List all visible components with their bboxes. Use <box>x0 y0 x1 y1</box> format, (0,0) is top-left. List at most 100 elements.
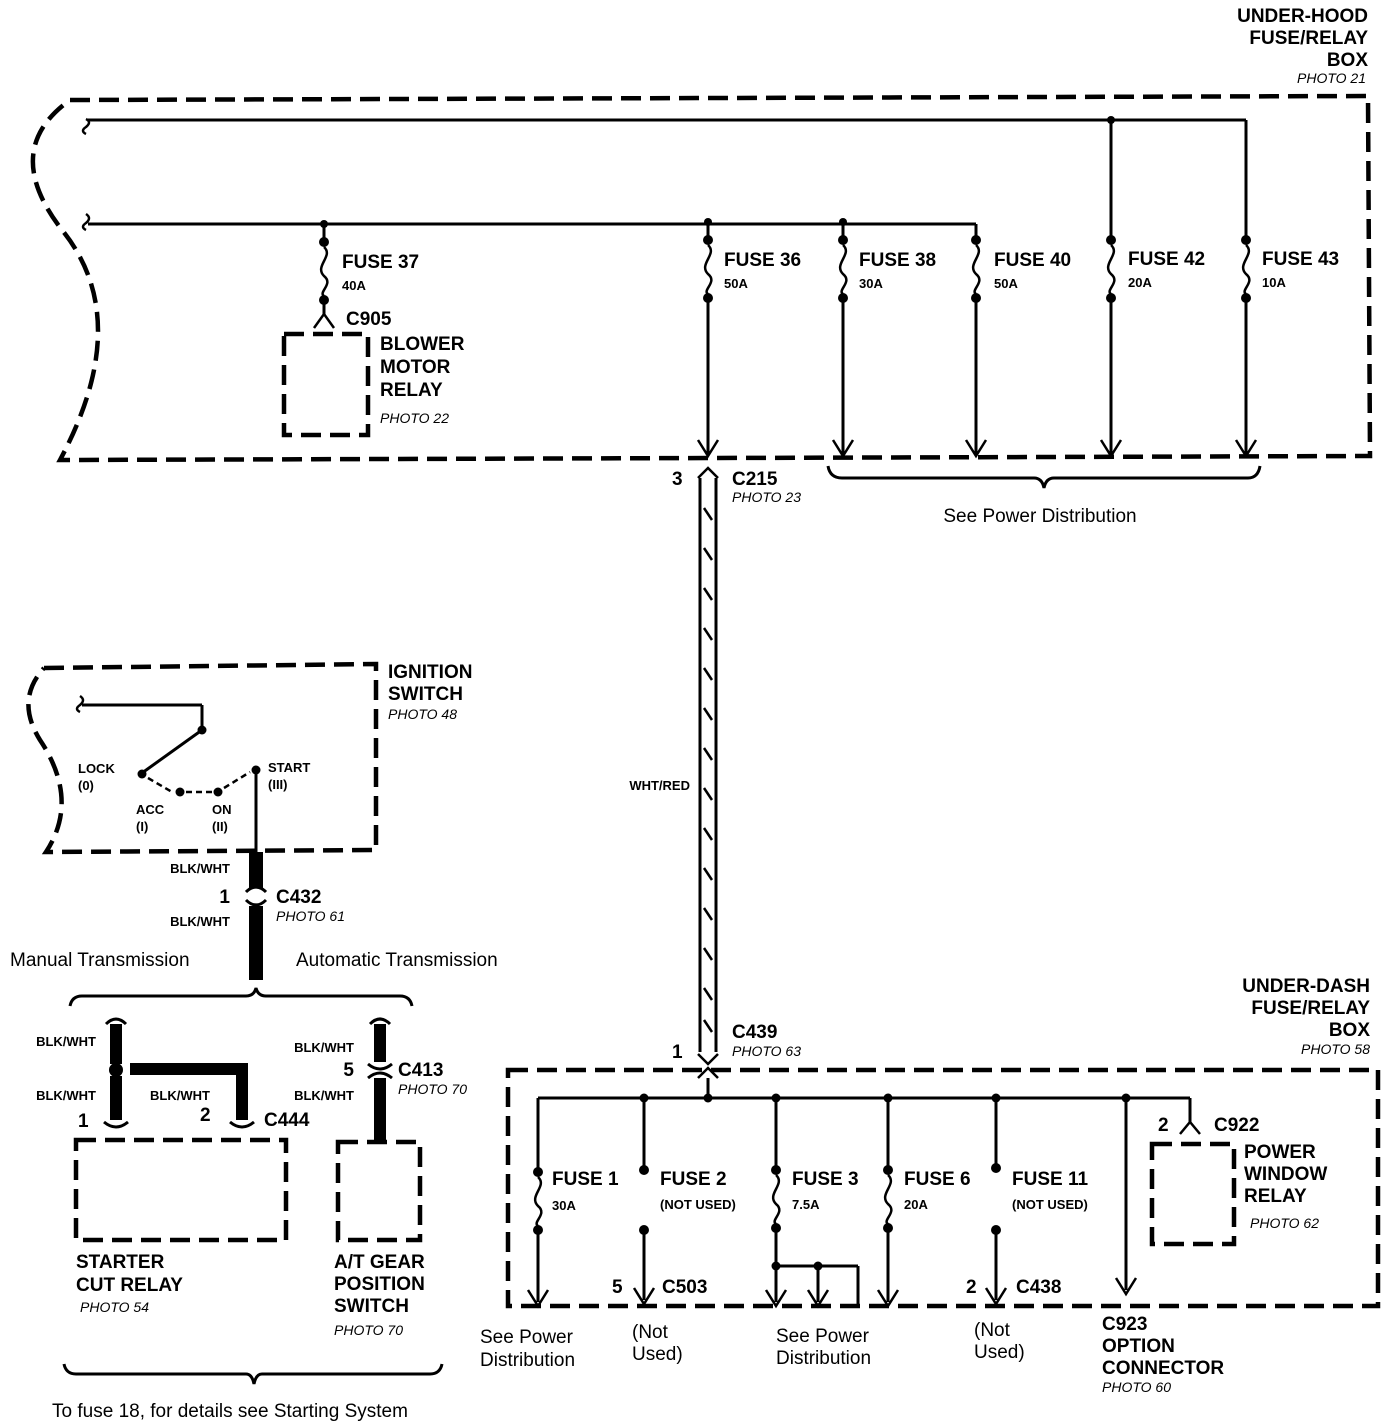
fuse-11-rating: (NOT USED) <box>1012 1197 1088 1212</box>
blower-line2: MOTOR <box>380 357 451 378</box>
fuse-36-name: FUSE 36 <box>724 250 801 271</box>
c413-label: C413 <box>398 1060 443 1081</box>
fuse-11-name: FUSE 11 <box>1012 1169 1088 1190</box>
starter-wire-c: BLK/WHT <box>150 1088 210 1103</box>
fuse-43-name: FUSE 43 <box>1262 249 1339 270</box>
transmission-brace <box>68 987 414 1007</box>
fuse-3: FUSE 3 7.5A <box>764 1098 860 1309</box>
ignition-on-n: (II) <box>212 819 228 834</box>
fuse-6-rating: 20A <box>904 1197 928 1212</box>
not-used-2a: (Not <box>974 1320 1011 1341</box>
fuse-2-rating: (NOT USED) <box>660 1197 736 1212</box>
ignition-on: ON <box>212 802 232 817</box>
fuse-43: FUSE 43 10A <box>1234 235 1339 459</box>
c922-name: C922 <box>1214 1115 1259 1136</box>
underhood-title-line2: FUSE/RELAY <box>1249 28 1368 49</box>
fuse-37-name: FUSE 37 <box>342 252 419 273</box>
c923-line2: OPTION <box>1102 1336 1175 1357</box>
ignition-line1: IGNITION <box>388 662 472 683</box>
blower-motor-relay: C905 BLOWER MOTOR RELAY PHOTO 22 <box>281 309 465 438</box>
fuse-36: FUSE 36 50A <box>696 222 801 459</box>
starter-line2: CUT RELAY <box>76 1275 183 1296</box>
c439-pin: 1 <box>672 1042 683 1063</box>
fuse-1-rating: 30A <box>552 1198 576 1213</box>
not-used-1a: (Not <box>632 1322 669 1343</box>
c503-name: C503 <box>662 1277 707 1298</box>
fuse-40-name: FUSE 40 <box>994 250 1071 271</box>
c215-name: C215 <box>732 469 778 490</box>
power-window-line2: WINDOW <box>1244 1164 1327 1185</box>
c413-photo: PHOTO 70 <box>398 1081 467 1097</box>
blower-line3: RELAY <box>380 380 443 401</box>
c432-pin: 1 <box>219 887 230 908</box>
whtred-harness: WHT/RED <box>629 478 718 1052</box>
underhood-box: UNDER-HOOD FUSE/RELAY BOX PHOTO 21 <box>30 6 1373 463</box>
c432-name: C432 <box>276 887 321 908</box>
to-fuse18-label: To fuse 18, for details see Starting Sys… <box>52 1401 408 1422</box>
fuse-38-rating: 30A <box>859 276 883 291</box>
c432-photo: PHOTO 61 <box>276 908 345 924</box>
fuse-1-name: FUSE 1 <box>552 1169 619 1190</box>
not-used-2b: Used) <box>974 1342 1025 1363</box>
blower-line1: BLOWER <box>380 334 465 355</box>
c444-label: C444 <box>264 1110 310 1131</box>
ignition-start-n: (III) <box>268 777 288 792</box>
starter-photo: PHOTO 54 <box>80 1299 149 1315</box>
fuse-38: FUSE 38 30A <box>831 222 936 459</box>
underdash-photo: PHOTO 58 <box>1301 1041 1370 1057</box>
underdash-bus <box>536 1078 1190 1297</box>
power-window-photo: PHOTO 62 <box>1250 1215 1319 1231</box>
ignition-switch: IGNITION SWITCH PHOTO 48 LOCK (0) ACC (I… <box>26 661 472 855</box>
power-window-relay: 2 C922 POWER WINDOW RELAY PHOTO 62 <box>1149 1098 1327 1247</box>
see-power-top: See Power Distribution <box>943 506 1136 527</box>
atgear-pin: 5 <box>343 1060 354 1081</box>
c439-name: C439 <box>732 1022 777 1043</box>
underhood-title-line3: BOX <box>1327 50 1369 71</box>
underdash-box: UNDER-DASH FUSE/RELAY BOX PHOTO 58 <box>505 976 1381 1309</box>
starter-line1: STARTER <box>76 1252 165 1273</box>
fuse-3-name: FUSE 3 <box>792 1169 859 1190</box>
wire-whtred-label: WHT/RED <box>629 778 690 793</box>
ignition-start: START <box>268 760 310 775</box>
ignition-line2: SWITCH <box>388 684 463 705</box>
blower-photo: PHOTO 22 <box>380 410 449 426</box>
starter-pin2: 2 <box>200 1105 211 1126</box>
manual-transmission-label: Manual Transmission <box>10 950 190 971</box>
fuse-3-rating: 7.5A <box>792 1197 820 1212</box>
see-power-1a: See Power <box>480 1327 574 1348</box>
ignition-acc: ACC <box>136 802 165 817</box>
starter-wire-a: BLK/WHT <box>36 1034 96 1049</box>
c438-pin: 2 <box>966 1277 977 1298</box>
power-window-line1: POWER <box>1244 1142 1316 1163</box>
c922-pin: 2 <box>1158 1115 1169 1136</box>
underhood-title-line1: UNDER-HOOD <box>1237 6 1368 27</box>
c923-line1: C923 <box>1102 1314 1147 1335</box>
ignition-photo: PHOTO 48 <box>388 706 457 722</box>
fuse-42-rating: 20A <box>1128 275 1152 290</box>
fuse-38-name: FUSE 38 <box>859 250 936 271</box>
c432-connector: BLK/WHT 1 C432 BLK/WHT PHOTO 61 <box>170 852 345 980</box>
see-power-2a: See Power <box>776 1326 870 1347</box>
atgear-line1: A/T GEAR <box>334 1252 425 1273</box>
ignition-lock: LOCK <box>78 761 115 776</box>
atgear-photo: PHOTO 70 <box>334 1322 403 1338</box>
fuse-42: FUSE 42 20A <box>1099 235 1205 459</box>
not-used-1b: Used) <box>632 1344 683 1365</box>
ignition-lock-n: (0) <box>78 778 94 793</box>
c215-photo: PHOTO 23 <box>732 489 801 505</box>
fuse-2-name: FUSE 2 <box>660 1169 727 1190</box>
atgear-switch: A/T GEAR POSITION SWITCH PHOTO 70 <box>334 1139 425 1338</box>
power-window-line3: RELAY <box>1244 1186 1307 1207</box>
atgear-line2: POSITION <box>334 1274 425 1295</box>
see-power-brace-top: See Power Distribution <box>826 465 1262 527</box>
fuse-37-rating: 40A <box>342 278 366 293</box>
underhood-photo: PHOTO 21 <box>1297 70 1366 86</box>
c215-pin: 3 <box>672 469 683 490</box>
c923-line3: CONNECTOR <box>1102 1358 1224 1379</box>
atgear-wire-b: BLK/WHT <box>294 1088 354 1103</box>
fuse-40-rating: 50A <box>994 276 1018 291</box>
c438-name: C438 <box>1016 1277 1061 1298</box>
fuse-42-name: FUSE 42 <box>1128 249 1205 270</box>
fuse-6-name: FUSE 6 <box>904 1169 971 1190</box>
